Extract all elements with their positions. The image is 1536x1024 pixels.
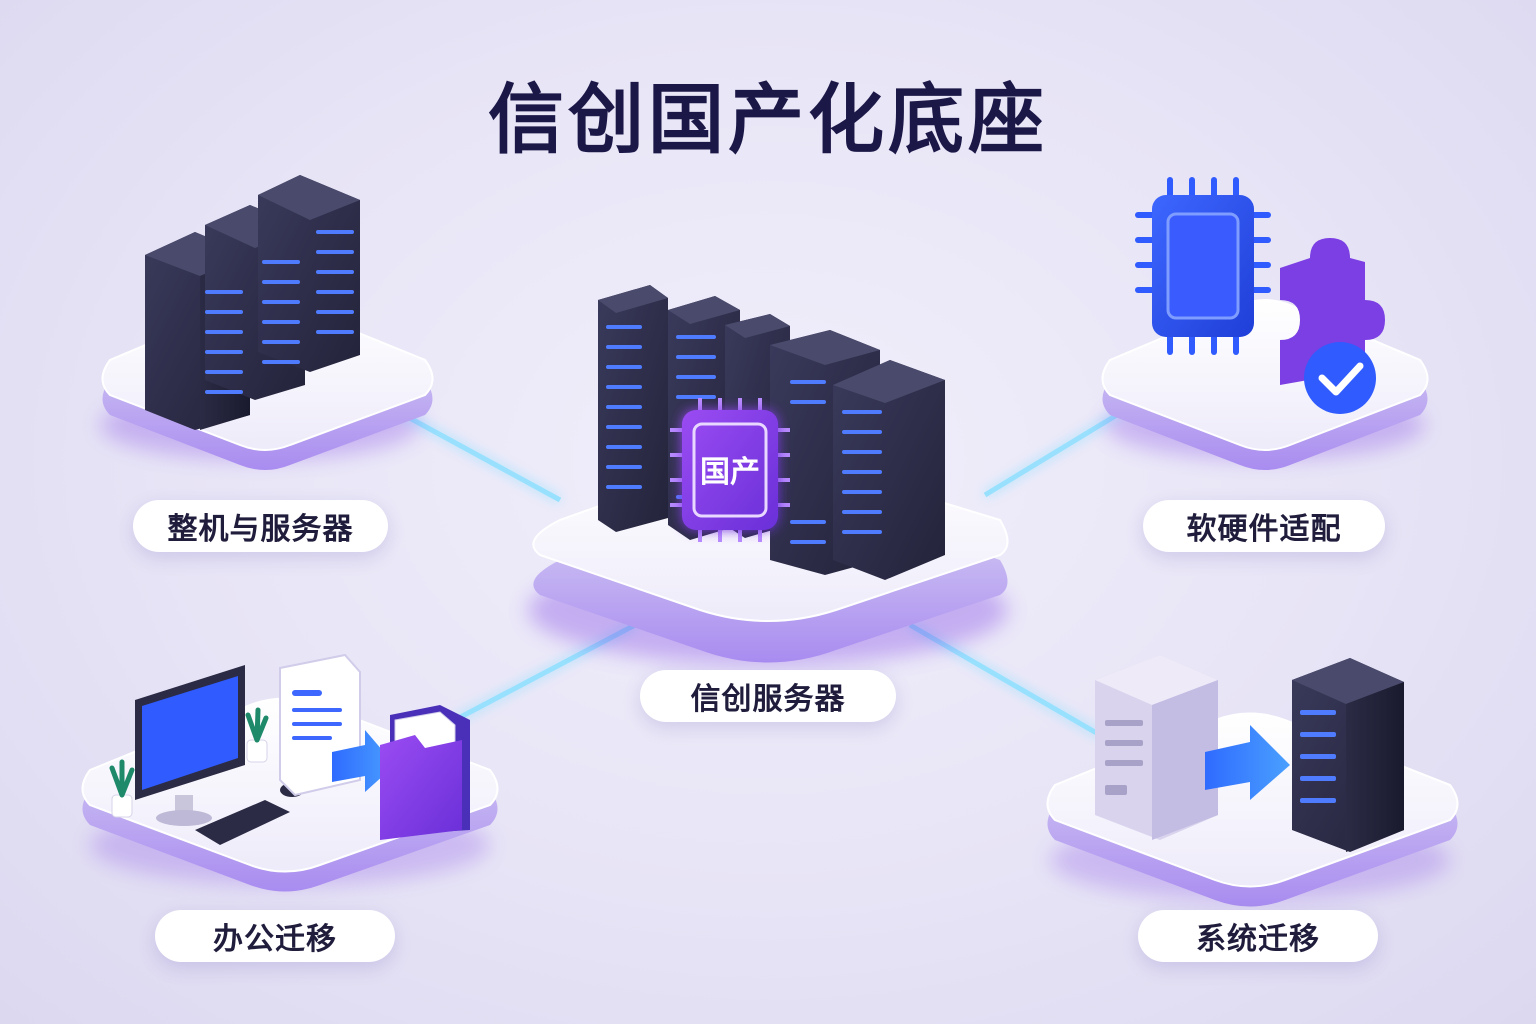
check-badge-icon [1304,342,1376,414]
page-title: 信创国产化底座 [488,75,1048,164]
desktop-monitor-icon [135,665,245,826]
legacy-tower-icon [1095,655,1218,840]
migrate-arrow-right-icon [1205,725,1290,800]
beam-top-left [393,407,562,503]
label-server-hardware: 整机与服务器 [133,500,388,552]
label-office-migration: 办公迁移 [155,910,395,962]
label-system-migration: 系统迁移 [1138,910,1378,962]
plant-icon [109,707,269,818]
migrate-arrow-icon [332,730,395,792]
domestic-chip-icon [670,398,790,542]
chip-label: 国产 [700,455,760,490]
new-server-icon [1292,658,1404,852]
beam-top-right [983,407,1127,498]
label-software-hardware-adaptation: 软硬件适配 [1143,500,1385,552]
cpu-chip-icon [1135,177,1271,355]
label-center-server: 信创服务器 [640,670,896,722]
server-rack-icon [145,175,360,430]
folder-icon [380,705,470,840]
